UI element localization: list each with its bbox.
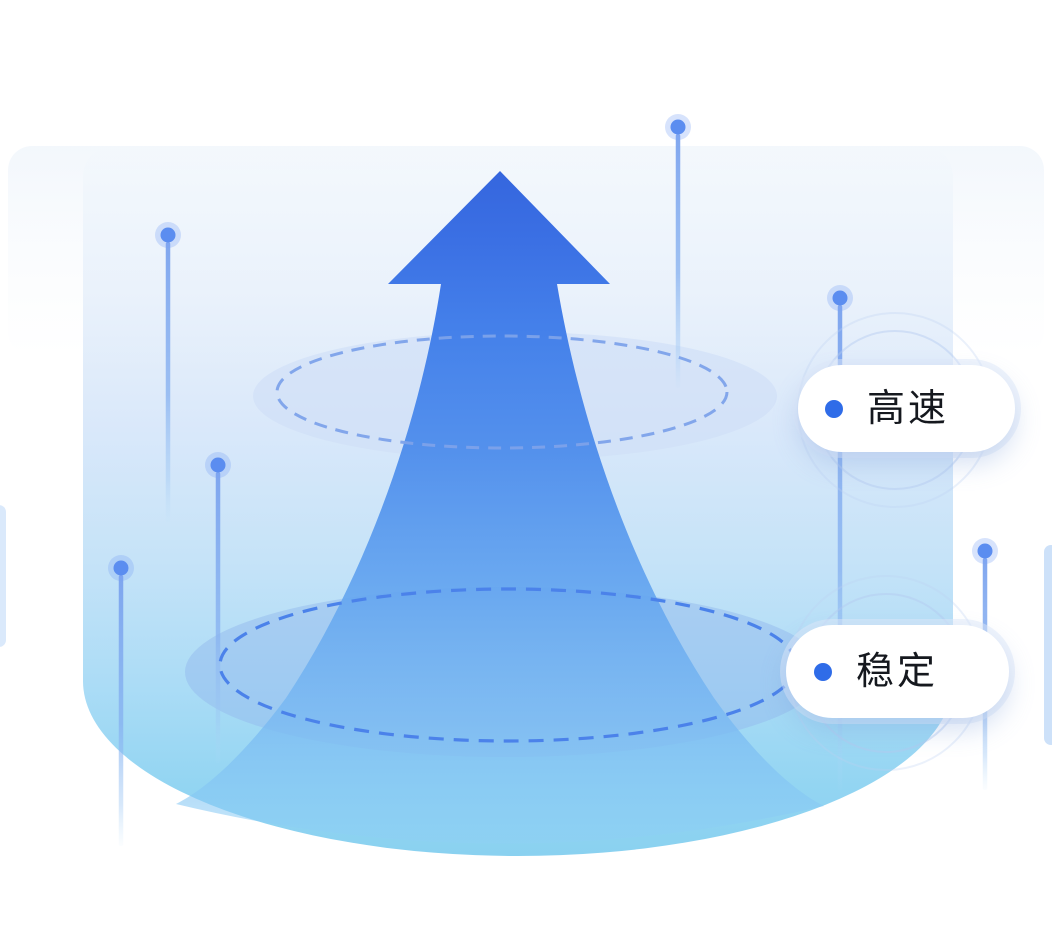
- pin-dot-icon: [113, 560, 129, 576]
- pin: [972, 538, 998, 790]
- pin-dot-icon: [160, 227, 176, 243]
- left-edge-decor: [0, 505, 6, 647]
- label-pill-stable: 稳定: [786, 625, 1009, 718]
- label-text: 高速: [867, 387, 950, 430]
- pin: [205, 452, 231, 763]
- pin-dot-icon: [670, 119, 686, 135]
- pin: [108, 555, 134, 846]
- pin: [665, 114, 691, 388]
- pin-dot-icon: [977, 543, 993, 559]
- label-text: 稳定: [856, 650, 939, 693]
- pin: [155, 222, 181, 522]
- pin-dot-icon: [210, 457, 226, 473]
- bullet-dot-icon: [825, 399, 843, 418]
- right-edge-decor: [1044, 545, 1052, 745]
- growth-arrow: [176, 171, 824, 844]
- bullet-dot-icon: [814, 662, 832, 681]
- label-pill-high-speed: 高速: [798, 365, 1015, 452]
- upper-dashed-ring: [275, 334, 729, 450]
- pin-dot-icon: [832, 290, 848, 306]
